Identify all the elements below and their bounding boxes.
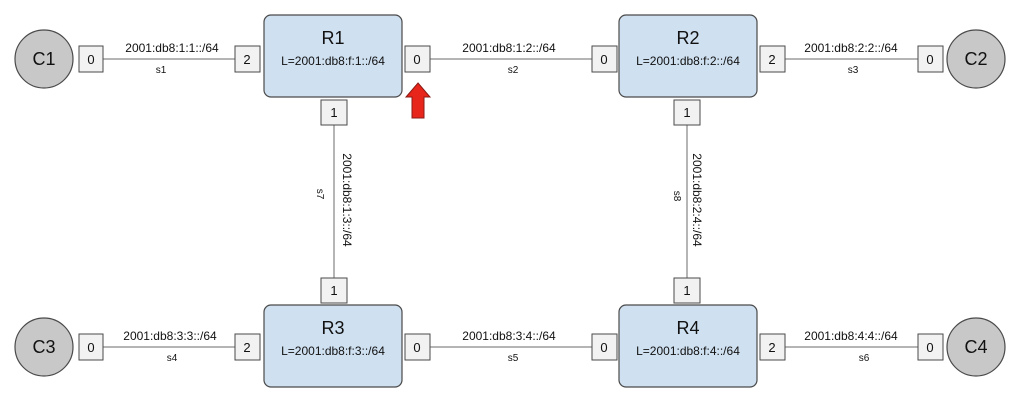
port-r2-s8-label: 1 <box>683 105 690 120</box>
port-r1-s1-label: 2 <box>243 52 250 67</box>
port-r1-s1: 2 <box>234 45 261 73</box>
router-r2-name: R2 <box>676 28 699 48</box>
link-s6-switch: s6 <box>859 353 870 364</box>
port-c4-s6: 0 <box>917 333 944 361</box>
port-r4-s5: 0 <box>591 333 618 361</box>
router-r3-loopback: L=2001:db8:f:3::/64 <box>281 344 385 358</box>
port-r2-s2: 0 <box>591 45 618 73</box>
port-r1-s2-label: 0 <box>413 52 420 67</box>
port-c1-s1-label: 0 <box>87 52 94 67</box>
port-r2-s8: 1 <box>673 99 701 126</box>
link-s2-prefix: 2001:db8:1:2::/64 <box>462 41 556 55</box>
link-s6-prefix: 2001:db8:4:4::/64 <box>804 329 898 343</box>
red-up-arrow-icon <box>404 82 432 119</box>
router-r4-loopback: L=2001:db8:f:4::/64 <box>636 344 740 358</box>
router-r4: R4 L=2001:db8:f:4::/64 <box>618 304 758 388</box>
client-c2-name: C2 <box>964 49 987 69</box>
link-s7-prefix: 2001:db8:1:3::/64 <box>340 153 354 247</box>
link-s7-switch: s7 <box>314 189 325 200</box>
port-r4-s6-label: 2 <box>768 340 775 355</box>
port-r1-s7: 1 <box>320 99 348 126</box>
client-c4: C4 <box>946 317 1006 377</box>
router-r2-loopback: L=2001:db8:f:2::/64 <box>636 54 740 68</box>
router-r1: R1 L=2001:db8:f:1::/64 <box>263 14 403 98</box>
client-c3-name: C3 <box>32 337 55 357</box>
port-r3-s7-label: 1 <box>330 283 337 298</box>
link-s4-prefix: 2001:db8:3:3::/64 <box>123 329 217 343</box>
router-r3-name: R3 <box>321 318 344 338</box>
link-s3-prefix: 2001:db8:2:2::/64 <box>804 41 898 55</box>
client-c1: C1 <box>14 29 74 89</box>
port-r4-s8-label: 1 <box>683 283 690 298</box>
port-r3-s4: 2 <box>234 333 261 361</box>
router-r3: R3 L=2001:db8:f:3::/64 <box>263 304 403 388</box>
link-s8-prefix: 2001:db8:2:4::/64 <box>690 153 704 247</box>
client-c3: C3 <box>14 317 74 377</box>
link-s5-switch: s5 <box>508 353 519 364</box>
port-r1-s2: 0 <box>404 45 431 73</box>
router-r2: R2 L=2001:db8:f:2::/64 <box>618 14 758 98</box>
port-r3-s7: 1 <box>320 277 348 304</box>
port-r2-s3-label: 2 <box>768 52 775 67</box>
port-r3-s5-label: 0 <box>413 340 420 355</box>
link-s1-prefix: 2001:db8:1:1::/64 <box>125 41 219 55</box>
port-c1-s1: 0 <box>78 45 104 73</box>
link-s8-switch: s8 <box>671 191 682 202</box>
port-c3-s4-label: 0 <box>87 340 94 355</box>
port-r2-s2-label: 0 <box>600 52 607 67</box>
link-s5-prefix: 2001:db8:3:4::/64 <box>462 329 556 343</box>
router-r4-name: R4 <box>676 318 699 338</box>
port-r3-s4-label: 2 <box>243 340 250 355</box>
port-r4-s5-label: 0 <box>600 340 607 355</box>
router-r1-loopback: L=2001:db8:f:1::/64 <box>281 54 385 68</box>
port-r2-s3: 2 <box>759 45 786 73</box>
port-r3-s5: 0 <box>404 333 431 361</box>
client-c4-name: C4 <box>964 337 987 357</box>
link-s1-switch: s1 <box>156 65 167 76</box>
port-r1-s7-label: 1 <box>330 105 337 120</box>
port-c4-s6-label: 0 <box>926 340 933 355</box>
link-s2-switch: s2 <box>508 65 519 76</box>
link-s4-switch: s4 <box>167 353 178 364</box>
port-r4-s8: 1 <box>673 277 701 304</box>
link-s3-switch: s3 <box>848 65 859 76</box>
port-c3-s4: 0 <box>78 333 104 361</box>
port-r4-s6: 2 <box>759 333 786 361</box>
port-c2-s3: 0 <box>917 45 944 73</box>
port-c2-s3-label: 0 <box>926 52 933 67</box>
router-r1-name: R1 <box>321 28 344 48</box>
client-c1-name: C1 <box>32 49 55 69</box>
client-c2: C2 <box>946 29 1006 89</box>
